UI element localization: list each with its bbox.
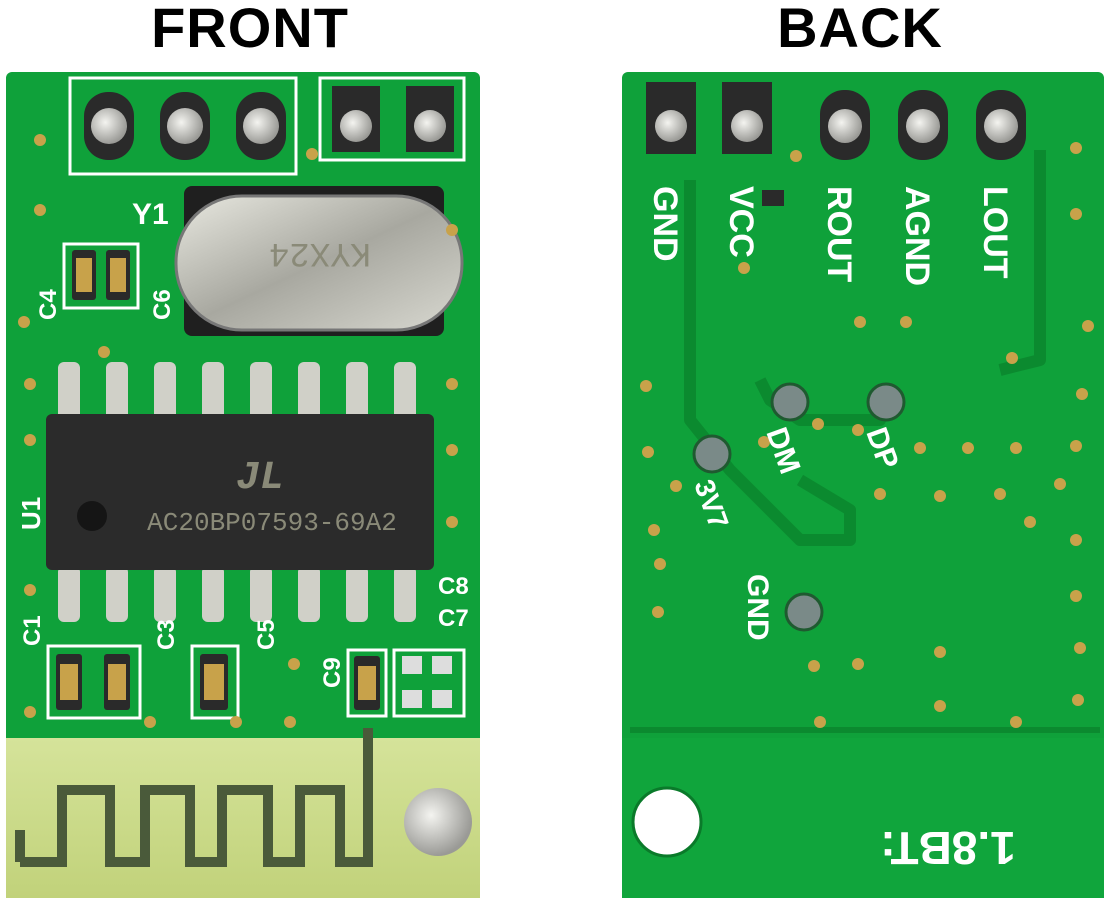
back-test-pads <box>692 382 906 632</box>
chip-marking: AC20BP07593-69A2 <box>147 508 397 538</box>
antenna-trace <box>15 728 373 867</box>
pin-label-rout: ROUT <box>820 186 858 283</box>
crystal-marking: KYX24 <box>269 233 371 271</box>
front-vias <box>18 134 458 728</box>
pin-label-lout: LOUT <box>976 186 1014 279</box>
front-header-pads <box>84 86 454 160</box>
pin-label-gnd: GND <box>646 186 684 262</box>
back-trace-3 <box>998 150 1046 376</box>
chip-pins-bottom <box>58 566 416 622</box>
caps-c4-c6 <box>62 242 140 310</box>
back-trace-1 <box>684 180 856 546</box>
front-heading: FRONT <box>151 0 349 59</box>
back-header-pads <box>646 82 1026 206</box>
back-pcb <box>622 72 1104 898</box>
header-outline-right <box>318 76 466 162</box>
silk-u1: U1 <box>16 497 46 530</box>
caps-bottom <box>46 644 466 720</box>
back-board: GND VCC ROUT AGND LOUT DM DP 3V7 GND 1.8… <box>622 72 1104 898</box>
silk-c7: C7 <box>438 605 469 632</box>
silk-c9: C9 <box>319 657 346 688</box>
chip-body <box>46 414 434 570</box>
silk-c8: C8 <box>438 573 469 600</box>
antenna-area <box>6 738 480 898</box>
silk-c5: C5 <box>253 619 280 650</box>
crystal <box>174 194 464 332</box>
silk-c1: C1 <box>19 615 46 646</box>
board-version: 1.8BT: <box>880 822 1015 874</box>
antenna-mount-pad <box>404 788 472 856</box>
mount-hole <box>631 786 703 858</box>
front-board: KYX24 <box>6 72 480 898</box>
back-antenna-area <box>622 738 1104 898</box>
pad-label-gnd: GND <box>741 574 774 641</box>
header-outline-left <box>68 76 298 176</box>
pin-label-vcc: VCC <box>722 186 760 258</box>
chip-logo: JL <box>236 456 284 501</box>
pin-label-agnd: AGND <box>898 186 936 286</box>
chip-pin1-dot <box>77 501 107 531</box>
back-heading: BACK <box>777 0 943 59</box>
back-vias <box>640 142 1094 728</box>
silk-c4: C4 <box>35 289 62 320</box>
chip-pins-top <box>58 362 416 420</box>
silk-c6: C6 <box>149 289 176 320</box>
silk-y1: Y1 <box>132 198 169 231</box>
silk-c3: C3 <box>153 619 180 650</box>
